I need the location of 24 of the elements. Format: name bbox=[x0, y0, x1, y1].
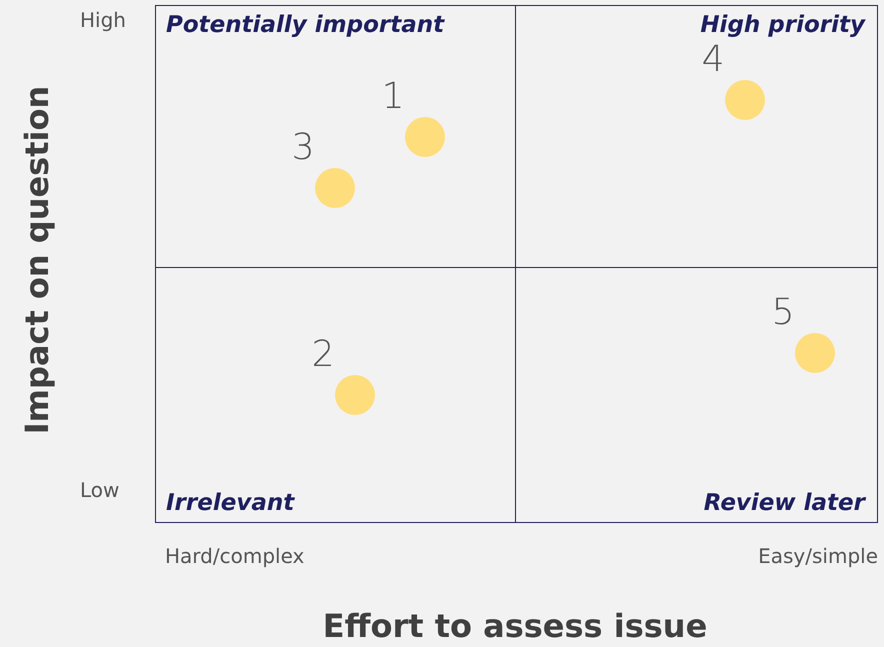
data-point bbox=[724, 80, 764, 120]
axis-tick-label: Low bbox=[80, 478, 120, 502]
quadrant-box bbox=[515, 267, 878, 523]
data-point bbox=[314, 168, 354, 208]
data-point bbox=[404, 116, 444, 156]
point-number: 4 bbox=[702, 42, 724, 78]
quadrant-box bbox=[155, 5, 516, 268]
quadrant-label: High priority bbox=[700, 12, 865, 40]
quadrant-label: Irrelevant bbox=[166, 490, 294, 518]
quadrant-label: Potentially important bbox=[166, 12, 444, 40]
point-number: 5 bbox=[772, 294, 794, 330]
data-point bbox=[794, 332, 834, 372]
axis-tick-label: Hard/complex bbox=[165, 544, 304, 568]
axis-tick-label: Easy/simple bbox=[758, 544, 878, 568]
axis-title: Effort to assess issue bbox=[322, 607, 708, 646]
quadrant-box bbox=[515, 5, 878, 268]
point-number: 3 bbox=[292, 130, 314, 166]
data-point bbox=[334, 374, 374, 414]
point-number: 2 bbox=[312, 336, 334, 372]
quadrant-label: Review later bbox=[704, 490, 865, 518]
quadrant-box bbox=[155, 267, 516, 523]
axis-tick-label: High bbox=[80, 8, 126, 32]
axis-title: Impact on question bbox=[18, 86, 56, 434]
point-number: 1 bbox=[382, 78, 404, 114]
